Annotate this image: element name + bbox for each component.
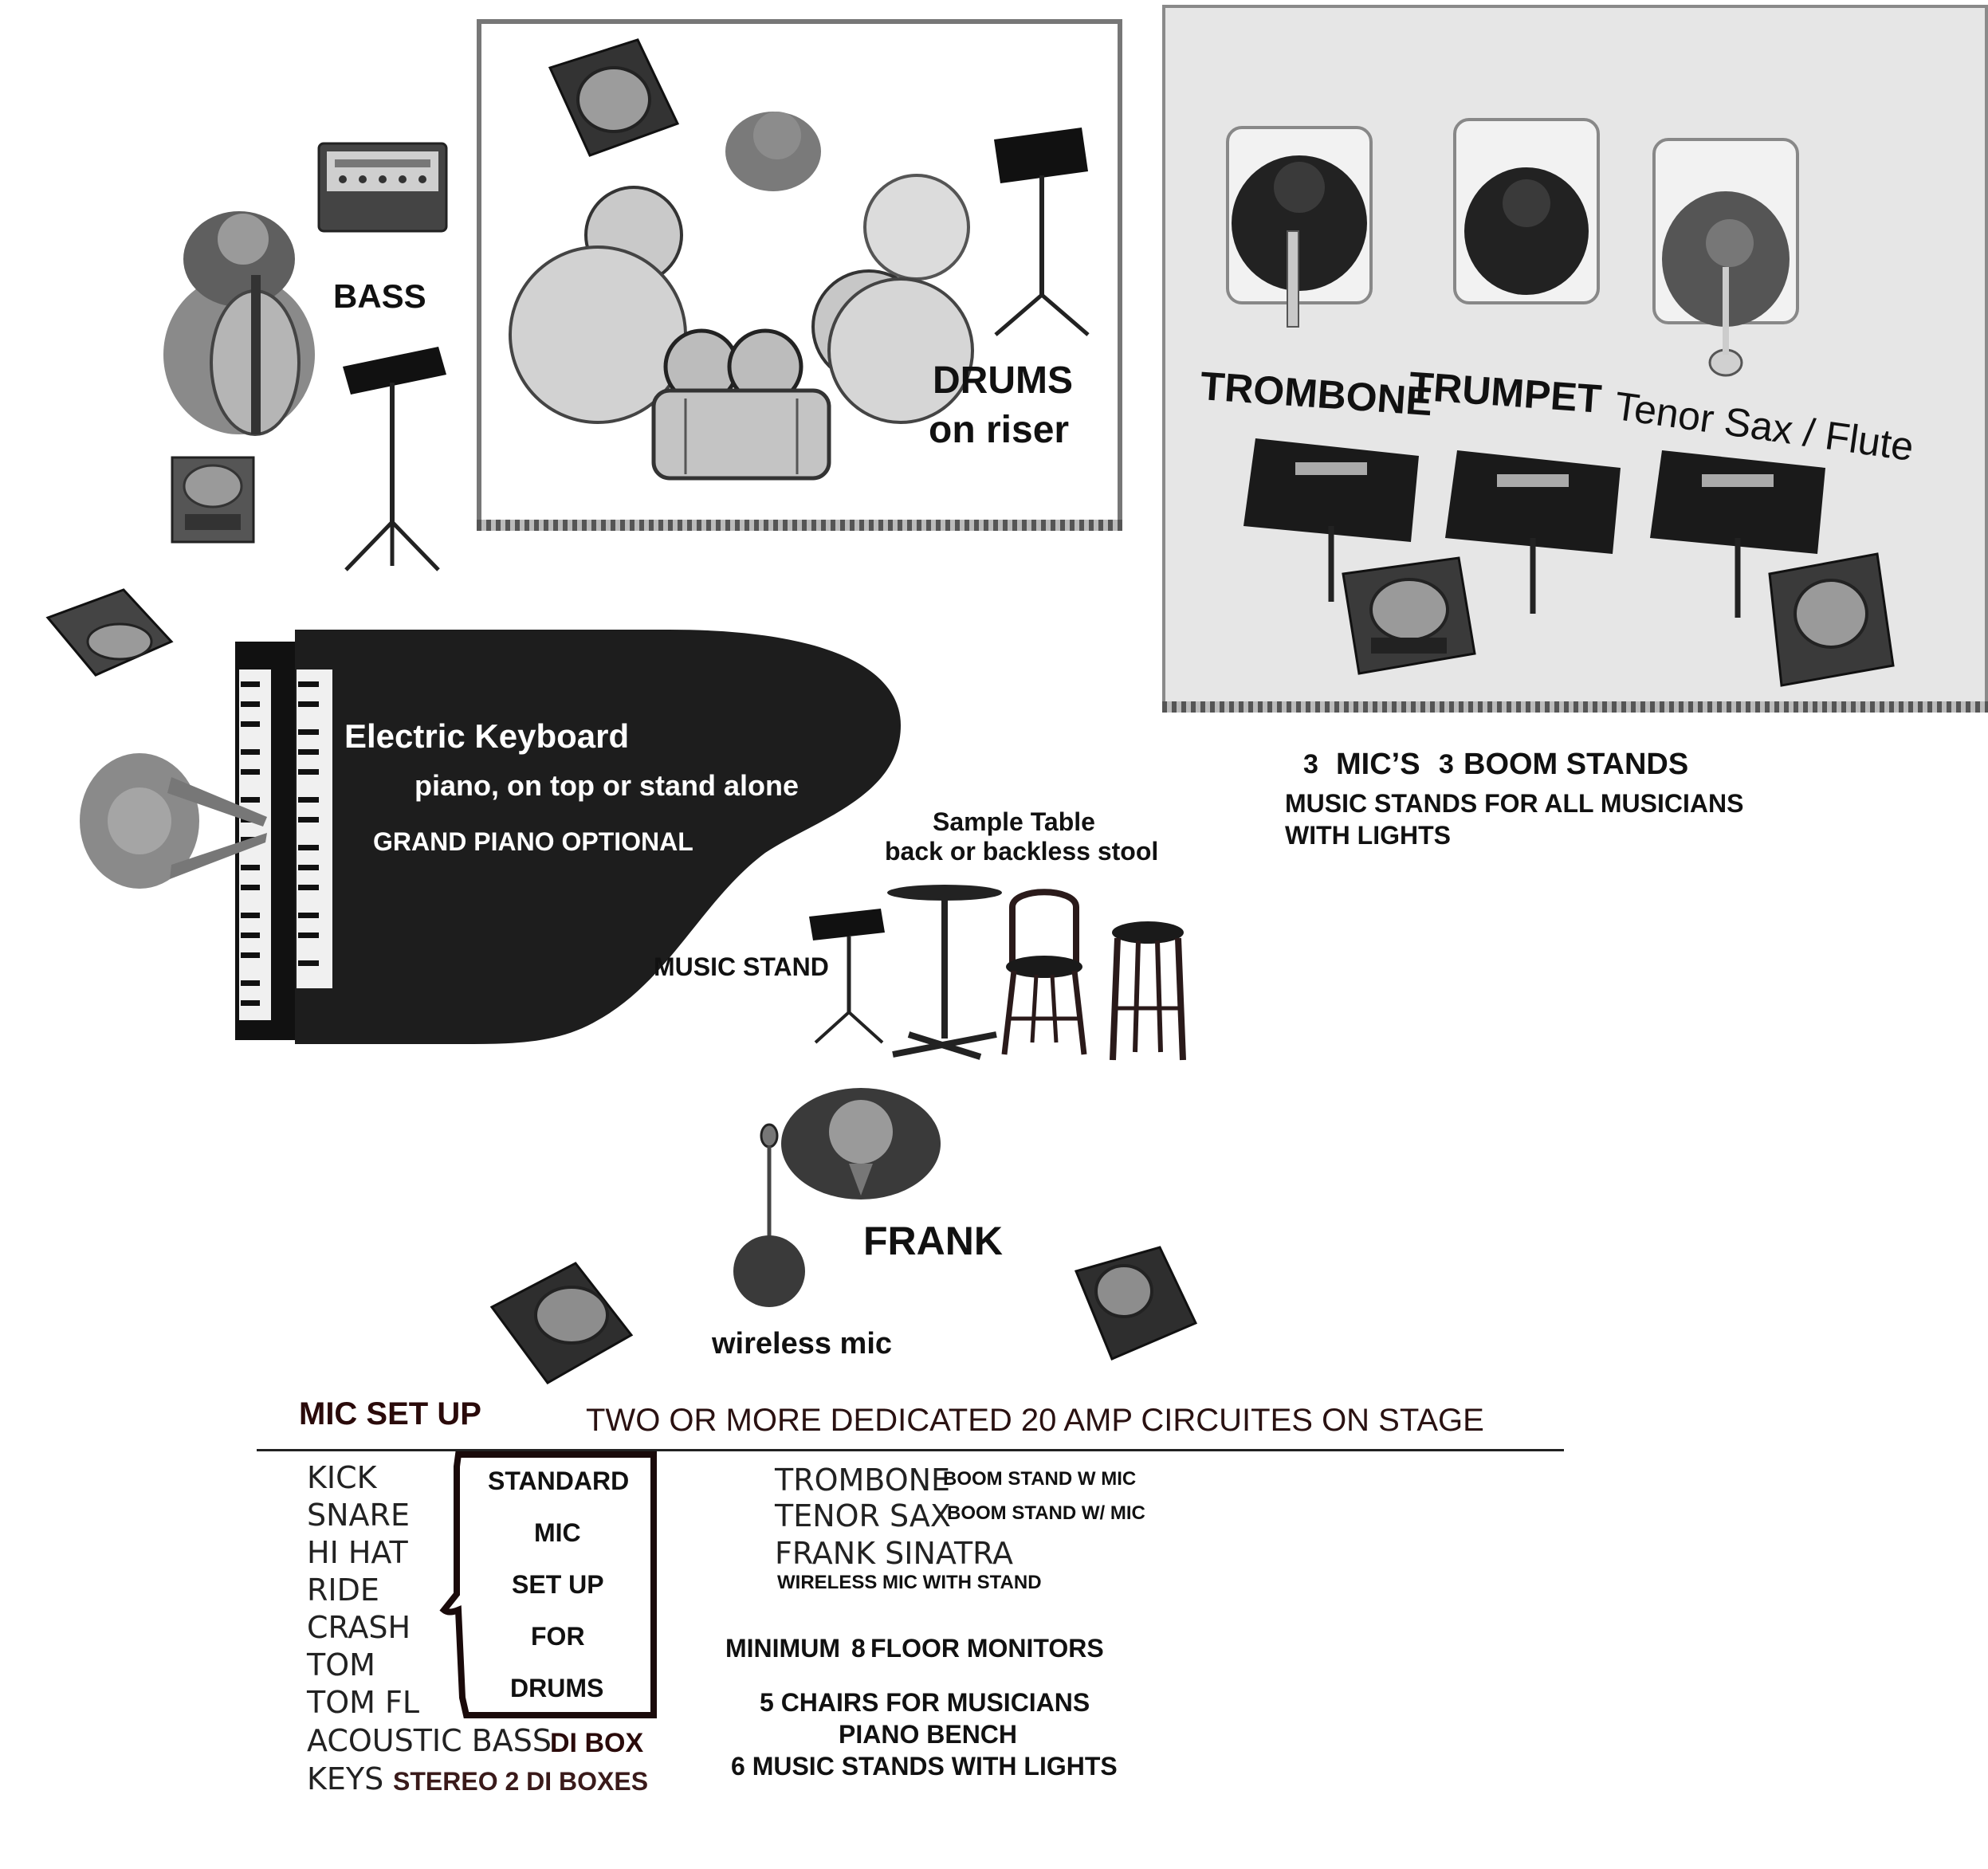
keyboard-sub-label: piano, on top or stand alone bbox=[414, 769, 799, 802]
back-stool-icon bbox=[1001, 889, 1087, 1055]
circuits-note: TWO OR MORE DEDICATED 20 AMP CIRCUITES O… bbox=[586, 1403, 1484, 1438]
right-tenor-sax: TENOR SAX bbox=[775, 1498, 951, 1533]
electric-keyboard-label: Electric Keyboard bbox=[344, 717, 630, 755]
trombone-music-stand-icon bbox=[1243, 438, 1419, 602]
horn-boom-count: 3 bbox=[1439, 749, 1454, 779]
horn-stands-note: MUSIC STANDS FOR ALL MUSICIANS bbox=[1285, 789, 1744, 818]
bracket-for: FOR bbox=[531, 1622, 585, 1651]
bracket-mic: MIC bbox=[534, 1518, 581, 1547]
monitors-suffix: FLOOR MONITORS bbox=[870, 1634, 1104, 1663]
bracket-standard: STANDARD bbox=[488, 1467, 630, 1495]
drum-kit-icon bbox=[509, 112, 974, 481]
frank-singer-icon bbox=[781, 1088, 941, 1200]
backless-stool-icon bbox=[1110, 921, 1186, 1061]
mic-setup-divider bbox=[257, 1449, 1564, 1451]
grand-piano-optional-label: GRAND PIANO OPTIONAL bbox=[373, 827, 693, 856]
input-snare: SNARE bbox=[307, 1498, 410, 1533]
input-kick: KICK bbox=[307, 1460, 377, 1495]
bracket-drums: DRUMS bbox=[510, 1674, 604, 1702]
bracket-set-up: SET UP bbox=[512, 1570, 604, 1599]
drum-mic-bracket bbox=[439, 1451, 657, 1718]
horn-monitor-left-icon bbox=[1342, 556, 1476, 675]
monitors-prefix: MINIMUM bbox=[725, 1634, 840, 1663]
keys-note: STEREO 2 DI BOXES bbox=[393, 1767, 649, 1796]
frank-label: FRANK bbox=[863, 1219, 1003, 1263]
sample-table-label: Sample Table bbox=[933, 807, 1095, 836]
monitors-count: 8 bbox=[851, 1634, 866, 1663]
bass-label: BASS bbox=[333, 277, 426, 315]
bench-note: PIANO BENCH bbox=[839, 1720, 1018, 1749]
right-frank-sinatra: FRANK SINATRA bbox=[775, 1536, 1014, 1571]
trumpet-music-stand-icon bbox=[1445, 450, 1621, 614]
input-tom: TOM bbox=[307, 1647, 375, 1682]
chairs-note: 5 CHAIRS FOR MUSICIANS bbox=[760, 1688, 1090, 1717]
drum-music-stand-icon bbox=[994, 128, 1090, 336]
sax-chair-icon bbox=[1652, 138, 1799, 377]
stands-note: 6 MUSIC STANDS WITH LIGHTS bbox=[731, 1752, 1118, 1781]
drum-monitor-icon bbox=[548, 38, 680, 157]
mic-setup-title: MIC SET UP bbox=[299, 1396, 481, 1431]
trombone-chair-icon bbox=[1226, 126, 1373, 328]
drum-riser-edge bbox=[477, 520, 1122, 531]
sample-table-icon bbox=[887, 885, 1002, 1060]
input-hi-hat: HI HAT bbox=[307, 1535, 408, 1570]
bass-player-icon bbox=[163, 211, 315, 436]
input-crash: CRASH bbox=[307, 1610, 411, 1645]
right-trombone: TROMBONE bbox=[775, 1463, 951, 1498]
horn-boom-label: BOOM STANDS bbox=[1463, 748, 1689, 781]
pianist-icon bbox=[80, 753, 267, 889]
bass-music-stand-icon bbox=[343, 347, 446, 571]
stool-label: back or backless stool bbox=[885, 837, 1159, 866]
wireless-mic-label: wireless mic bbox=[712, 1327, 893, 1361]
drums-label: DRUMS bbox=[933, 359, 1073, 402]
right-frank-note: WIRELESS MIC WITH STAND bbox=[777, 1572, 1042, 1593]
bass-monitor-icon bbox=[171, 456, 255, 544]
keyboard-monitor-icon bbox=[45, 588, 174, 677]
front-monitor-left-icon bbox=[489, 1262, 634, 1384]
center-music-stand-icon bbox=[809, 909, 885, 1044]
input-acoustic-bass: ACOUSTIC BASS bbox=[307, 1723, 552, 1758]
horn-monitor-right-icon bbox=[1768, 552, 1895, 687]
input-tom-fl: TOM FL bbox=[307, 1685, 420, 1720]
drums-sub-label: on riser bbox=[929, 409, 1070, 451]
music-stand-label: MUSIC STAND bbox=[654, 952, 829, 981]
horn-mics-label: MIC’S bbox=[1336, 748, 1420, 781]
input-ride: RIDE bbox=[307, 1573, 379, 1608]
acoustic-bass-note: DI BOX bbox=[550, 1728, 644, 1758]
horn-mics-count: 3 bbox=[1303, 749, 1318, 779]
right-trombone-note: BOOM STAND W MIC bbox=[943, 1468, 1137, 1490]
trumpet-chair-icon bbox=[1453, 118, 1600, 304]
sax-music-stand-icon bbox=[1650, 450, 1825, 618]
bass-amp-icon bbox=[317, 142, 448, 233]
wireless-mic-stand-icon bbox=[733, 1123, 805, 1307]
horn-lights-note: WITH LIGHTS bbox=[1285, 821, 1451, 850]
input-keys: KEYS bbox=[307, 1761, 384, 1796]
right-tenor-sax-note: BOOM STAND W/ MIC bbox=[947, 1502, 1145, 1524]
horn-riser-edge bbox=[1162, 701, 1988, 713]
front-monitor-right-icon bbox=[1074, 1246, 1198, 1361]
